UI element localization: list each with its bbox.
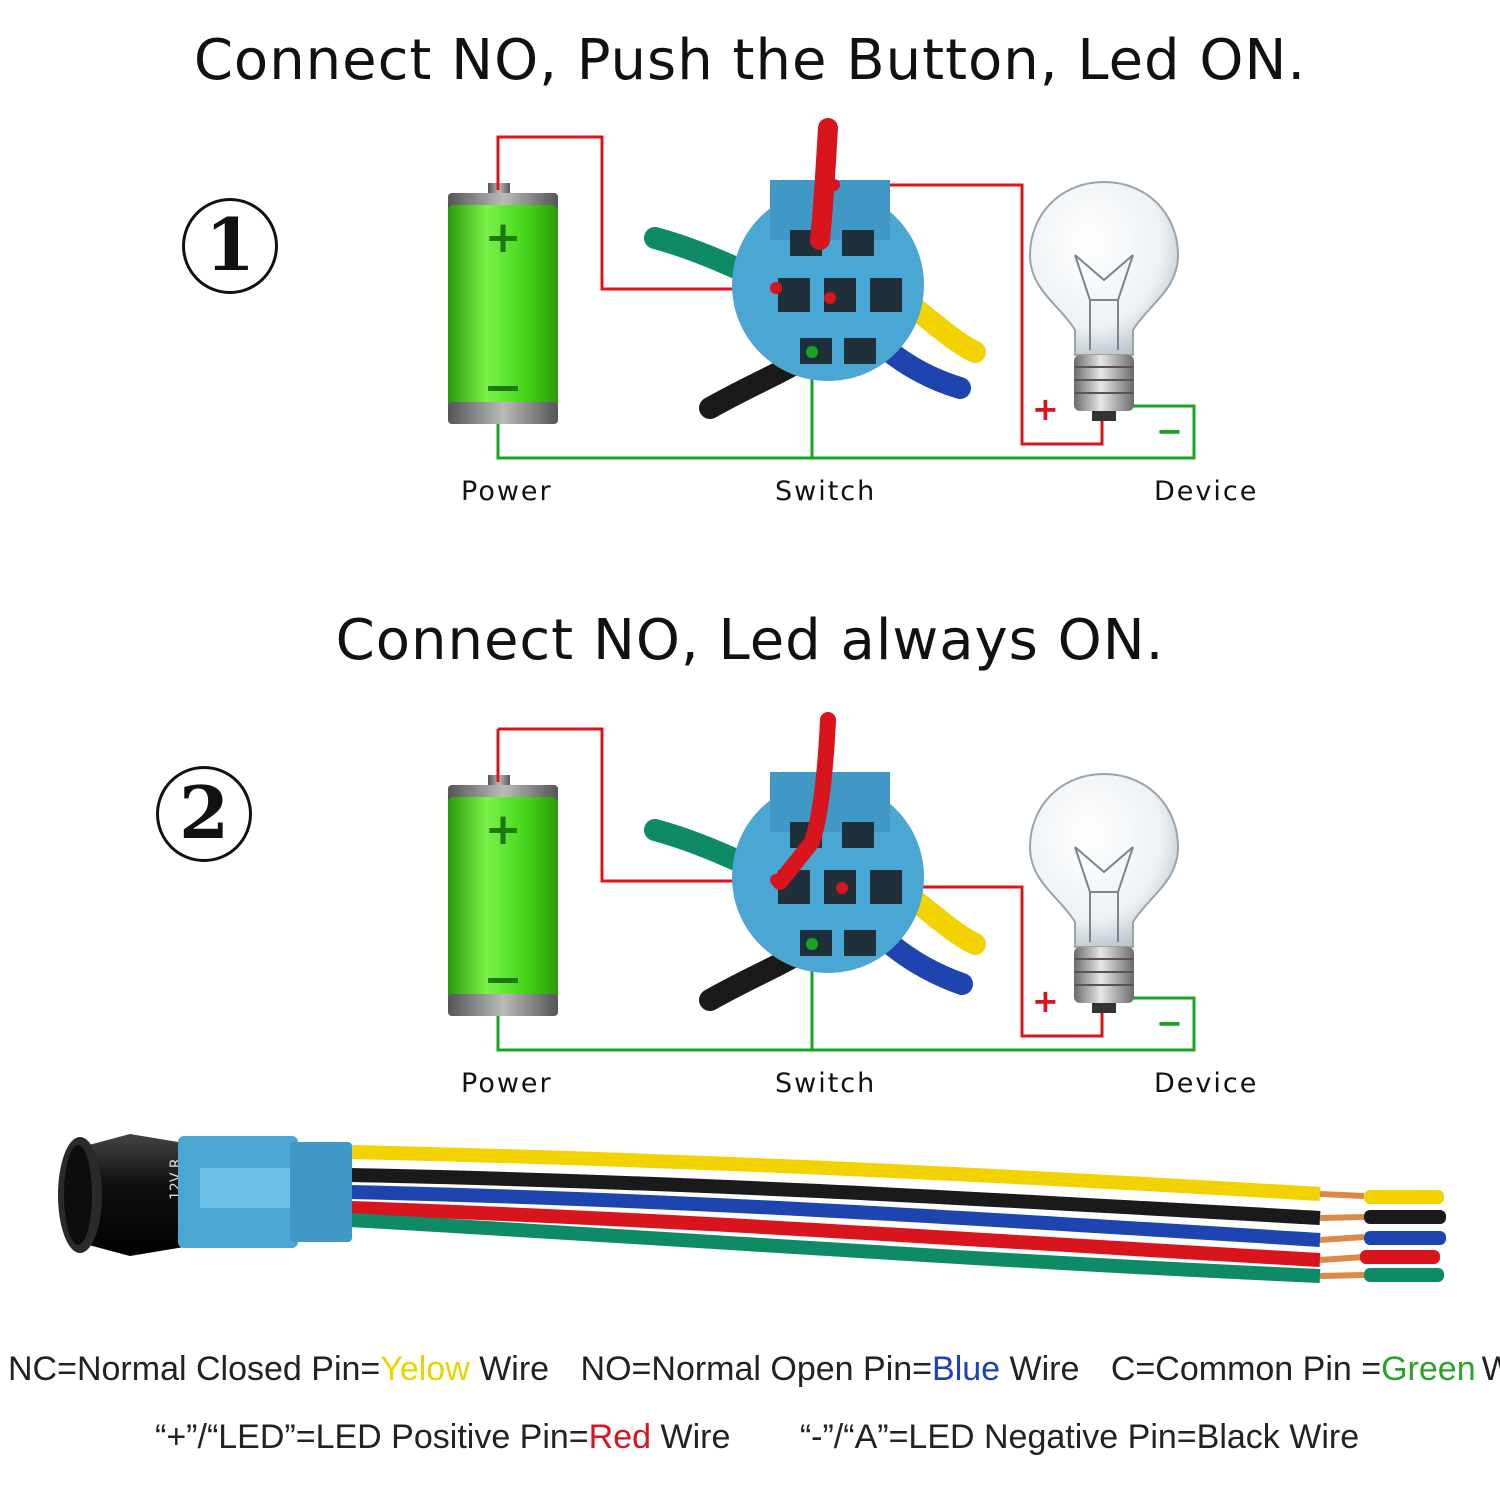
legend-line-2: “+”/“LED”=LED Positive Pin=Red Wire “-”/… <box>155 1418 1495 1457</box>
battery-icon: + <box>448 183 558 424</box>
green-wire-common <box>496 996 1196 1052</box>
legend-nc-suffix: Wire <box>469 1350 550 1388</box>
light-bulb-icon <box>1028 772 1180 1013</box>
switch-label-2: Switch <box>775 1068 877 1099</box>
step-1-badge: 1 <box>182 198 278 294</box>
legend-no-suffix: Wire <box>1000 1350 1080 1388</box>
step-2-badge: 2 <box>156 766 252 862</box>
wiring-diagram-1: + <box>448 118 1196 460</box>
legend-led-pos-suffix: Wire <box>651 1418 731 1456</box>
switch-connector-icon <box>644 118 986 419</box>
legend-nc-color: Yelow <box>380 1350 470 1388</box>
power-label-1: Power <box>461 476 553 507</box>
legend-no-color: Blue <box>932 1350 1001 1388</box>
red-wire-led <box>838 183 1104 446</box>
legend-led-pos-color: Red <box>588 1418 652 1456</box>
svg-text:+: + <box>485 804 522 855</box>
legend-line-1: NC=Normal Closed Pin=Yelow Wire NO=Norma… <box>8 1350 1500 1389</box>
legend-led-pos-prefix: “+”/“LED”=LED Positive Pin= <box>155 1418 589 1456</box>
svg-text:+: + <box>485 212 522 263</box>
device-label-2: Device <box>1154 1068 1259 1099</box>
legend-no-prefix: NO=Normal Open Pin= <box>580 1350 933 1388</box>
green-wire-common <box>496 404 1196 460</box>
red-wire-circuit <box>496 135 778 291</box>
power-label-2: Power <box>461 1068 553 1099</box>
legend-led-neg: “-”/“A”=LED Negative Pin=Black Wire <box>799 1418 1360 1456</box>
legend-c-prefix: C=Common Pin = <box>1110 1350 1382 1388</box>
diagram-2-title: Connect NO, Led always ON. <box>335 608 1165 673</box>
plus-sign-2: + <box>1032 982 1061 1020</box>
diagram-1-title: Connect NO, Push the Button, Led ON. <box>193 28 1307 93</box>
plus-sign-1: + <box>1032 390 1061 428</box>
switch-label-1: Switch <box>775 476 877 507</box>
battery-icon: + <box>448 775 558 1016</box>
red-wire-circuit <box>498 727 778 883</box>
legend-c-suffix: Wire <box>1481 1350 1500 1388</box>
device-label-1: Device <box>1154 476 1259 507</box>
legend-c-color: Green <box>1381 1350 1476 1388</box>
red-wire-led <box>844 885 1104 1038</box>
switch-connector-icon <box>644 712 986 1011</box>
push-button-harness-icon: 12V R <box>58 1134 1446 1283</box>
light-bulb-icon <box>1028 180 1180 421</box>
minus-sign-1: − <box>1156 412 1185 450</box>
minus-sign-2: − <box>1156 1004 1185 1042</box>
legend-nc-prefix: NC=Normal Closed Pin= <box>8 1350 381 1388</box>
wiring-diagram-2: + <box>448 712 1196 1052</box>
